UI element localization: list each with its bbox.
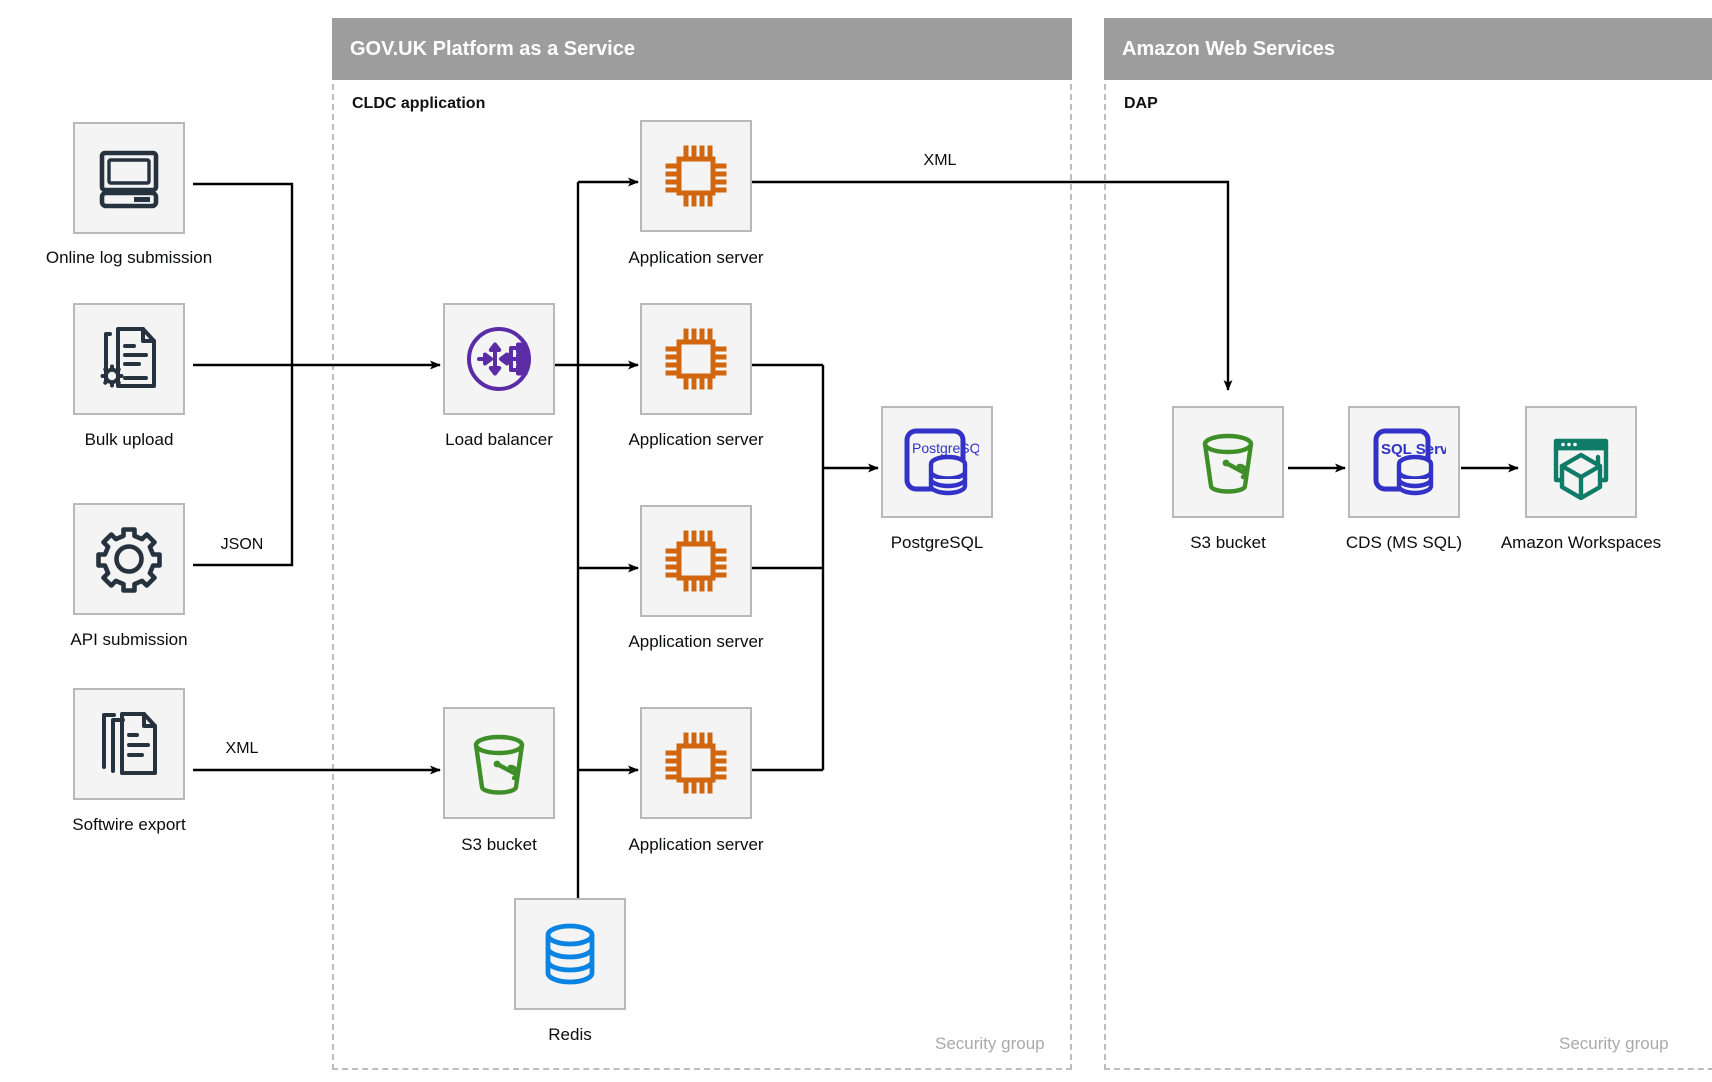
- node-label-application-server-3: Application server: [628, 632, 764, 651]
- node-cds-ms-sql[interactable]: SQL Server: [1348, 406, 1460, 518]
- node-label-cds-ms-sql: CDS (MS SQL): [1345, 533, 1463, 552]
- gear-icon: [92, 522, 166, 596]
- node-application-server-3[interactable]: [640, 505, 752, 617]
- node-application-server-4[interactable]: [640, 707, 752, 819]
- security-group-label-govuk: Security group: [935, 1034, 1045, 1053]
- dap-label: DAP: [1124, 95, 1158, 112]
- cpu-chip-icon: [658, 138, 734, 214]
- cpu-chip-icon: [658, 523, 734, 599]
- cldc-application-label: CLDC application: [352, 95, 486, 112]
- node-label-s3-bucket-aws: S3 bucket: [1190, 533, 1266, 552]
- documents-stack-icon: [92, 707, 166, 781]
- desktop-computer-icon: [92, 141, 166, 215]
- node-amazon-workspaces[interactable]: [1525, 406, 1637, 518]
- node-s3-bucket-aws[interactable]: [1172, 406, 1284, 518]
- node-label-online-log-submission: Online log submission: [45, 248, 213, 267]
- document-gear-icon: [92, 322, 166, 396]
- group-header-govuk-paas: GOV.UK Platform as a Service: [332, 18, 1072, 80]
- node-label-load-balancer: Load balancer: [445, 430, 553, 449]
- node-api-submission[interactable]: [73, 503, 185, 615]
- node-postgresql[interactable]: PostgreSQL: [881, 406, 993, 518]
- s3-bucket-icon: [461, 725, 537, 801]
- node-label-softwire-export: Softwire export: [72, 815, 186, 834]
- node-label-redis: Redis: [548, 1025, 592, 1044]
- cpu-chip-icon: [658, 725, 734, 801]
- node-label-application-server-4: Application server: [628, 835, 764, 854]
- workspaces-cube-icon: [1542, 424, 1620, 500]
- security-group-boundary-govuk: [332, 84, 1072, 1070]
- s3-bucket-icon: [1190, 424, 1266, 500]
- edge-label-xml-left: XML: [225, 740, 259, 757]
- svg-text:SQL Server: SQL Server: [1381, 441, 1446, 458]
- node-label-application-server-2: Application server: [628, 430, 764, 449]
- security-group-boundary-aws: [1104, 84, 1712, 1070]
- edge-label-json: JSON: [220, 536, 264, 553]
- svg-text:PostgreSQL: PostgreSQL: [912, 440, 979, 456]
- node-online-log-submission[interactable]: [73, 122, 185, 234]
- security-group-label-aws: Security group: [1559, 1034, 1669, 1053]
- load-balancer-icon: [459, 319, 539, 399]
- group-title-aws: Amazon Web Services: [1122, 37, 1336, 60]
- node-label-postgresql: PostgreSQL: [890, 533, 984, 552]
- node-bulk-upload[interactable]: [73, 303, 185, 415]
- sql-server-icon: SQL Server: [1362, 422, 1446, 502]
- node-label-bulk-upload: Bulk upload: [84, 430, 174, 449]
- node-redis[interactable]: [514, 898, 626, 1010]
- edge-label-xml-top: XML: [923, 152, 957, 169]
- node-label-s3-bucket-paas: S3 bucket: [461, 835, 537, 854]
- node-label-application-server-1: Application server: [628, 248, 764, 267]
- node-softwire-export[interactable]: [73, 688, 185, 800]
- cpu-chip-icon: [658, 321, 734, 397]
- node-s3-bucket-paas[interactable]: [443, 707, 555, 819]
- node-application-server-1[interactable]: [640, 120, 752, 232]
- node-load-balancer[interactable]: [443, 303, 555, 415]
- group-header-aws: Amazon Web Services: [1104, 18, 1712, 80]
- database-cylinder-icon: [535, 916, 605, 992]
- node-application-server-2[interactable]: [640, 303, 752, 415]
- group-title-govuk-paas: GOV.UK Platform as a Service: [350, 37, 635, 60]
- node-label-api-submission: API submission: [70, 630, 188, 649]
- node-label-amazon-workspaces: Amazon Workspaces: [1500, 533, 1662, 552]
- postgresql-icon: PostgreSQL: [895, 422, 979, 502]
